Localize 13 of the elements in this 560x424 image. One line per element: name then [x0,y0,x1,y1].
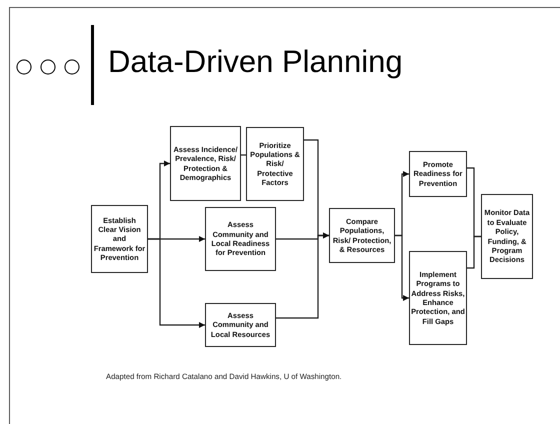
process-box [170,126,241,201]
process-box [409,251,467,345]
process-box [409,151,467,197]
connector-arrow [148,238,205,328]
process-box [246,127,304,201]
process-box [329,208,395,263]
process-box [205,207,276,271]
connector-arrow [395,234,409,301]
slide-title: Data-Driven Planning [108,44,403,80]
process-box [205,303,276,347]
process-box [91,205,148,273]
process-box [481,194,533,279]
connector-arrow [276,232,329,319]
